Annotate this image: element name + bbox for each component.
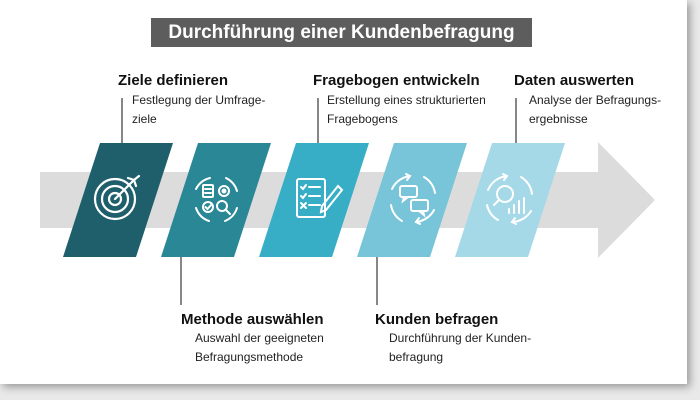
step-5-desc-line-1: Analyse der Befragungs- <box>529 93 662 107</box>
step-5-desc-line-2: ergebnisse <box>529 112 588 126</box>
step-2-title: Methode auswählen <box>181 311 324 328</box>
step-shape-3 <box>259 143 369 257</box>
step-4-description: Durchführung der Kunden- befragung <box>389 329 531 367</box>
step-4-desc-line-1: Durchführung der Kunden- <box>389 331 532 345</box>
analysis-icon <box>486 173 533 225</box>
step-1-desc-line-2: ziele <box>132 112 157 126</box>
step-2-desc-line-1: Auswahl der geeigneten <box>195 331 324 345</box>
step-shape-1 <box>63 143 173 257</box>
checklist-icon <box>296 178 344 218</box>
step-5-description: Analyse der Befragungs- ergebnisse <box>529 91 661 129</box>
step-4-desc-line-2: befragung <box>389 350 444 364</box>
step-5-title: Daten auswerten <box>514 72 635 89</box>
step-3-description: Erstellung eines strukturierten Fragebog… <box>327 91 486 129</box>
step-1-description: Festlegung der Umfrage- ziele <box>132 91 265 129</box>
step-1-desc-line-1: Festlegung der Umfrage- <box>132 93 266 107</box>
step-2-description: Auswahl der geeigneten Befragungsmethode <box>195 329 324 367</box>
step-3-desc-line-1: Erstellung eines strukturierten <box>327 93 486 107</box>
step-shape-2 <box>161 143 271 257</box>
methods-icon <box>195 177 238 222</box>
step-3-title: Fragebogen entwickeln <box>313 72 480 89</box>
step-2-desc-line-2: Befragungsmethode <box>195 350 304 364</box>
step-3-desc-line-2: Fragebogens <box>327 112 398 126</box>
step-1-title: Ziele definieren <box>118 72 229 89</box>
step-4-title: Kunden befragen <box>375 311 499 328</box>
target-icon <box>93 174 141 221</box>
page-title: Durchführung einer Kundenbefragung <box>151 18 532 47</box>
chat-cycle-icon <box>390 173 436 225</box>
